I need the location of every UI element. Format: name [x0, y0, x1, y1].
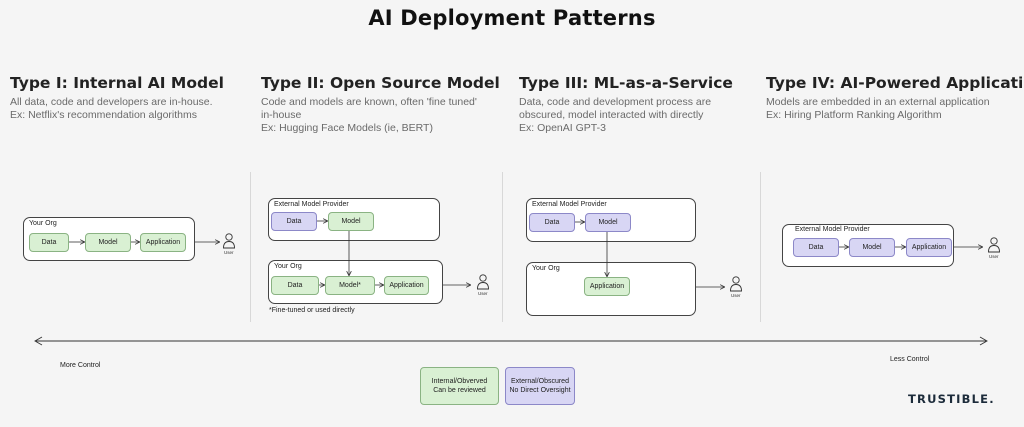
type-2-desc-line: in-house	[261, 109, 302, 121]
column-divider	[502, 172, 503, 322]
external-provider-label: External Model Provider	[274, 201, 349, 208]
application-node: Application	[584, 277, 630, 296]
type-4-column: Type IV: AI-Powered Application Models a…	[766, 74, 1024, 122]
type-4-desc-line: Models are embedded in an external appli…	[766, 96, 990, 108]
user-label: User	[224, 250, 234, 255]
type-3-column: Type III: ML-as-a-Service Data, code and…	[519, 74, 733, 135]
type-2-column: Type II: Open Source Model Code and mode…	[261, 74, 500, 135]
type-1-example: Ex: Netflix's recommendation algorithms	[10, 109, 197, 121]
page-title: AI Deployment Patterns	[368, 6, 656, 30]
user-label: User	[478, 291, 488, 296]
type-4-example: Ex: Hiring Platform Ranking Algorithm	[766, 109, 942, 121]
fine-tuned-model-node: Model*	[325, 276, 375, 295]
user-label: User	[989, 254, 999, 259]
more-control-label: More Control	[60, 362, 101, 369]
legend-external-line: No Direct Oversight	[509, 387, 571, 394]
type-3-desc-line: obscured, model interacted with directly	[519, 109, 704, 121]
type-1-column: Type I: Internal AI Model All data, code…	[10, 74, 224, 122]
type-3-heading: Type III: ML-as-a-Service	[519, 74, 733, 92]
model-node: Model	[849, 238, 895, 257]
fine-tuned-footnote: *Fine-tuned or used directly	[269, 307, 355, 314]
type-1-heading: Type I: Internal AI Model	[10, 74, 224, 92]
application-node: Application	[140, 233, 186, 252]
type-2-example: Ex: Hugging Face Models (ie, BERT)	[261, 122, 433, 134]
your-org-label: Your Org	[532, 265, 560, 272]
legend-internal-line: Internal/Obverved	[431, 378, 488, 385]
your-org-label: Your Org	[29, 220, 57, 227]
user-icon	[222, 233, 236, 255]
data-node: Data	[793, 238, 839, 257]
user-label: User	[731, 293, 741, 298]
type-4-heading: Type IV: AI-Powered Application	[766, 74, 1024, 92]
data-node: Data	[29, 233, 69, 252]
external-provider-label: External Model Provider	[532, 201, 607, 208]
trustible-logo: TRUSTIBLE.	[908, 392, 995, 406]
less-control-label: Less Control	[890, 356, 930, 363]
application-node: Application	[384, 276, 429, 295]
user-icon	[729, 276, 743, 298]
user-icon	[476, 274, 490, 296]
column-divider	[760, 172, 761, 322]
type-3-desc-line: Data, code and development process are	[519, 96, 712, 108]
model-node: Model	[585, 213, 631, 232]
type-2-heading: Type II: Open Source Model	[261, 74, 500, 92]
type-3-example: Ex: OpenAI GPT-3	[519, 122, 606, 134]
legend-internal-line: Can be reviewed	[433, 387, 486, 394]
data-node: Data	[529, 213, 575, 232]
column-divider	[250, 172, 251, 322]
data-node: Data	[271, 276, 319, 295]
application-node: Application	[906, 238, 952, 257]
external-provider-label: External Model Provider	[795, 226, 870, 233]
legend-external: External/Obscured No Direct Oversight	[505, 367, 575, 405]
type-1-desc-line: All data, code and developers are in-hou…	[10, 96, 213, 108]
data-node: Data	[271, 212, 317, 231]
legend-internal: Internal/Obverved Can be reviewed	[420, 367, 499, 405]
legend-external-line: External/Obscured	[511, 378, 569, 385]
type-2-desc-line: Code and models are known, often 'fine t…	[261, 96, 477, 108]
user-icon	[987, 237, 1001, 259]
model-node: Model	[85, 233, 131, 252]
your-org-label: Your Org	[274, 263, 302, 270]
model-node: Model	[328, 212, 374, 231]
